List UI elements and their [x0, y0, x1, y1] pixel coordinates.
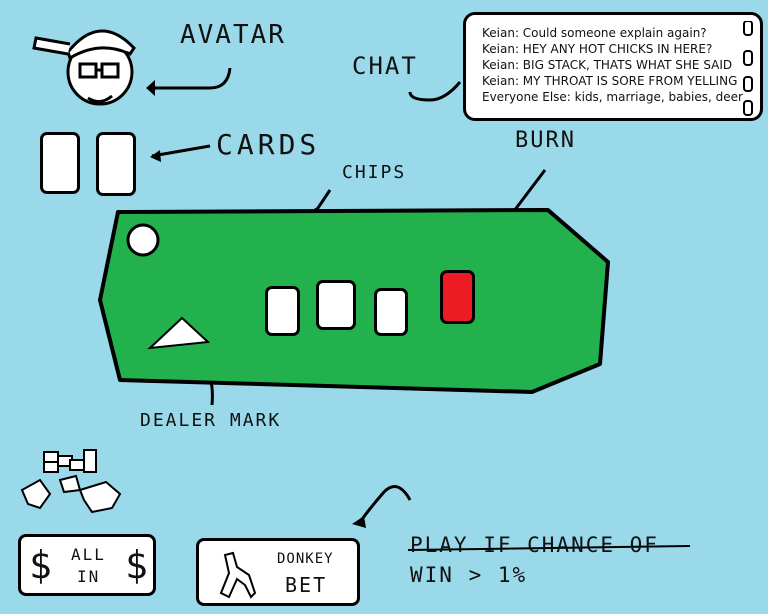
chat-box[interactable]: Keian: Could someone explain again? Keia… — [463, 12, 763, 121]
community-card — [265, 286, 300, 336]
donkey-bet-label-line1: DONKEY — [277, 551, 334, 567]
dollar-icon: $ — [125, 543, 150, 587]
chat-message: Keian: BIG STACK, THATS WHAT SHE SAID — [482, 58, 733, 72]
all-in-button[interactable]: $ ALL IN $ — [18, 534, 156, 596]
burn-card — [440, 270, 475, 324]
dollar-icon: $ — [29, 543, 54, 587]
chips-label: CHIPS — [342, 162, 407, 183]
hole-card — [96, 132, 136, 196]
donkey-bet-button[interactable]: DONKEY BET — [196, 538, 360, 606]
all-in-label-line1: ALL — [71, 545, 106, 564]
donkey-bet-label-line2: BET — [285, 573, 328, 597]
strategy-note: PLAY IF CHANCE OF WIN > 1% — [410, 533, 659, 587]
donkey-icon — [219, 551, 257, 599]
chat-message: Keian: Could someone explain again? — [482, 26, 707, 40]
community-card — [316, 280, 356, 330]
avatar-face-icon — [32, 29, 136, 106]
chat-message: Keian: MY THROAT IS SORE FROM YELLING — [482, 74, 738, 88]
cards-label: CARDS — [216, 128, 321, 161]
avatar-label: AVATAR — [180, 20, 286, 50]
chat-message: Keian: HEY ANY HOT CHICKS IN HERE? — [482, 42, 713, 56]
burn-label: BURN — [515, 128, 576, 153]
all-in-label-line2: IN — [77, 567, 101, 586]
hole-card — [40, 132, 80, 194]
chat-scrollbar[interactable] — [742, 21, 754, 117]
chat-label: CHAT — [352, 52, 418, 80]
dealer-mark-label: DEALER MARK — [140, 410, 282, 431]
community-card — [374, 288, 408, 336]
chat-message: Everyone Else: kids, marriage, babies, d… — [482, 90, 743, 104]
